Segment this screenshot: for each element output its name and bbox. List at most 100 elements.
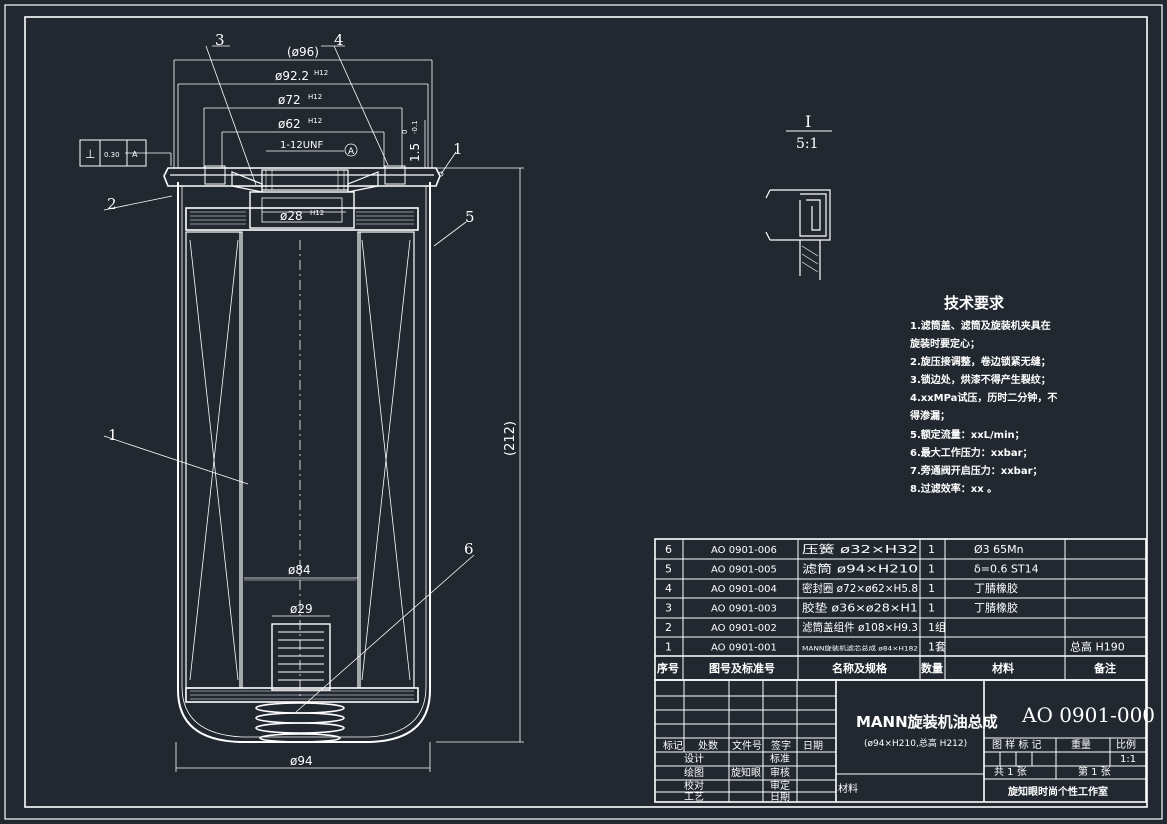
tech-line-5: 4.xxMPa试压，历时二分钟，不 (910, 391, 1057, 404)
parts-list-header: 序号 图号及标准号 名称及规格 数量 材料 备注 (657, 661, 1116, 675)
dim-d29: ø29 (290, 602, 313, 616)
label-file: 文件号 (732, 739, 762, 752)
dim-d96: (ø96) (287, 45, 319, 59)
gdt-symbol: ⊥ (85, 147, 95, 161)
dim-d62: ø62 (278, 117, 301, 131)
label-process: 工艺 (684, 791, 704, 803)
label-drawer-name: 旋知眼 (731, 766, 761, 779)
dim-d62-tol: H12 (308, 117, 322, 125)
title-block-texts: MANN旋装机油总成 (ø94×H210,总高 H212) AO 0901-00… (663, 703, 1155, 803)
bom-cell-name: MANN旋装机滤芯总成 ø84×H182 (802, 645, 918, 653)
dim-d72: ø72 (278, 93, 301, 107)
dim-d94: ø94 (290, 754, 313, 768)
material-label: 材料 (838, 782, 858, 795)
bom-header-note: 备注 (1093, 661, 1116, 675)
parts-list-table (654, 538, 1147, 681)
label-approve: 审定 (770, 779, 790, 792)
bom-header-material: 材料 (992, 661, 1014, 675)
gdt-value: 0.30 (104, 151, 120, 159)
dim-d72-tol: H12 (308, 93, 322, 101)
callout-1-top: 1 (453, 140, 463, 158)
bom-cell-code: AO 0901-001 (711, 643, 777, 654)
tech-line-2: 旋装时要定心； (909, 337, 980, 350)
spring-coils (255, 702, 345, 743)
bom-header-code: 图号及标准号 (709, 661, 775, 675)
total-sheets: 共 1 张 (994, 766, 1027, 778)
callout-3: 3 (215, 31, 225, 49)
label-mark: 标记 (663, 740, 683, 752)
bom-cell-no: 3 (665, 602, 672, 615)
title-sub: (ø94×H210,总高 H212) (864, 737, 967, 749)
inner-frame (24, 16, 1148, 808)
bom-cell-qty: 1 (928, 563, 935, 576)
dim-tol-plus: 0 (401, 130, 409, 134)
detail-scale: 5:1 (796, 136, 819, 152)
datum-mark: A (348, 147, 355, 157)
spring-holder (271, 623, 331, 691)
parts-list-rows: 6 AO 0901-006 压簧 ø32×H32 1 Ø3 65Mn 5 AO 0901-0… (665, 542, 1125, 654)
bom-cell-material: Ø3 65Mn (974, 543, 1024, 556)
title-block (654, 679, 1147, 803)
label-weight: 重量 (1071, 738, 1091, 751)
dim-d84: ø84 (288, 563, 311, 577)
bom-cell-no: 6 (665, 543, 672, 556)
label-design: 设计 (684, 752, 704, 765)
title-main: MANN旋装机油总成 (856, 713, 998, 731)
callout-6: 6 (464, 540, 474, 558)
datum-circle (344, 143, 358, 157)
callout-2: 2 (107, 195, 117, 213)
drawing-number: AO 0901-000 (1021, 703, 1155, 727)
label-scale: 比例 (1116, 738, 1136, 751)
label-stage: 图 样 标 记 (992, 738, 1042, 751)
callout-5: 5 (465, 208, 475, 226)
bom-header-no: 序号 (657, 661, 679, 675)
dim-d92-tol: H12 (314, 69, 328, 77)
tech-requirements: 技术要求 1.滤筒盖、滤筒及旋装机夹具在 旋装时要定心； 2.旋压接调整，卷边锁… (909, 294, 1057, 495)
detail-label: I (805, 112, 811, 131)
tech-line-7: 5.额定流量：xxL/min； (910, 428, 1025, 441)
filter-section-view (163, 165, 441, 743)
tech-line-4: 3.锁边处，烘漆不得产生裂纹； (910, 373, 1051, 386)
label-review: 审核 (770, 766, 790, 779)
label-count: 处数 (698, 739, 718, 752)
bom-cell-name: 胶垫 ø36×ø28×H1 (802, 601, 918, 615)
gdt-frame: ⊥ 0.30 A (79, 139, 147, 167)
dimension-texts: (ø96) ø92.2 H12 ø72 H12 ø62 H12 1-12UNF … (275, 45, 518, 768)
dim-d28: ø28 (280, 209, 303, 223)
bom-cell-material: δ=0.6 ST14 (974, 563, 1039, 576)
tech-line-1: 1.滤筒盖、滤筒及旋装机夹具在 (910, 319, 1051, 332)
sheet-number: 第 1 张 (1078, 765, 1111, 778)
bom-cell-qty: 1 (928, 543, 935, 556)
dim-1-5: 1.5 (408, 143, 422, 162)
bom-cell-note: 总高 H190 (1070, 640, 1125, 654)
bom-cell-code: AO 0901-004 (711, 584, 777, 595)
label-date2: 日期 (770, 791, 790, 803)
bom-cell-name: 滤筒盖组件 ø108×H9.3 (802, 620, 918, 634)
tech-title: 技术要求 (944, 294, 1005, 312)
bom-cell-qty: 1 (928, 582, 935, 595)
dim-d92: ø92.2 (275, 69, 309, 83)
dim-h212: (212) (503, 421, 518, 456)
callout-1: 1 (108, 426, 118, 444)
company-name: 旋知眼时尚个性工作室 (1007, 785, 1108, 798)
label-check: 校对 (684, 779, 704, 792)
bom-cell-name: 滤筒 ø94×H210 (802, 562, 918, 576)
bom-cell-no: 4 (665, 582, 672, 595)
bom-cell-name: 压簧 ø32×H32 (802, 542, 918, 556)
label-sign: 签字 (771, 739, 791, 752)
bom-cell-name: 密封圈 ø72×ø62×H5.8 (802, 581, 918, 595)
label-standard: 标准 (770, 753, 790, 765)
detail-view: I 5:1 (765, 112, 832, 280)
bom-cell-qty: 1 (928, 602, 935, 615)
bom-cell-no: 1 (665, 641, 672, 654)
callout-numbers: 3 4 1 2 5 1 6 (107, 31, 475, 558)
bom-cell-code: AO 0901-006 (711, 545, 777, 556)
dim-d28-tol: H12 (310, 209, 324, 217)
bom-cell-no: 5 (665, 563, 672, 576)
bom-cell-qty: 1组 (928, 620, 946, 634)
dim-thread: 1-12UNF (280, 140, 323, 151)
bom-cell-qty: 1套 (928, 641, 946, 654)
callout-4: 4 (334, 31, 344, 49)
dimension-lines (103, 45, 524, 772)
